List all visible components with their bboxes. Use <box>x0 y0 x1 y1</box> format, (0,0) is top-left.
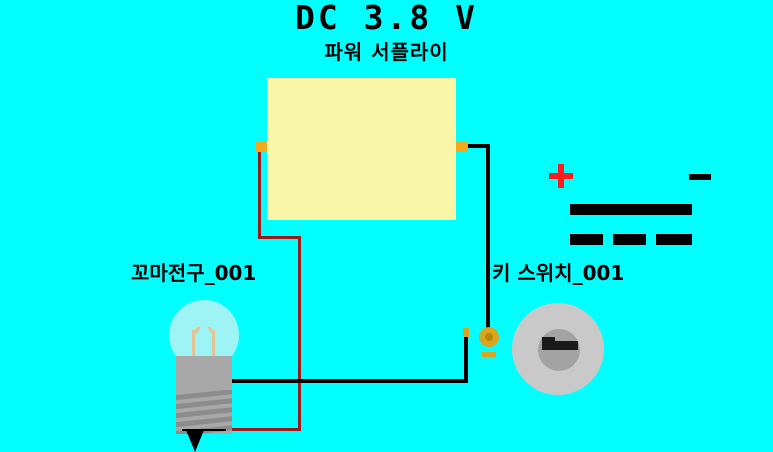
power-supply-display-bar <box>570 234 603 245</box>
power-supply-body[interactable] <box>267 78 711 245</box>
page-subtitle: 파워 서플라이 <box>324 40 449 64</box>
light-bulb[interactable] <box>150 300 258 452</box>
bulb-label: 꼬마전구_001 <box>131 261 257 285</box>
key-switch[interactable] <box>512 303 608 397</box>
keyhole-icon <box>542 341 578 350</box>
positive-wire-segment <box>258 236 301 239</box>
negative-wire-segment <box>462 144 490 148</box>
switch-terminal-lead <box>482 352 496 357</box>
circuit-diagram-canvas: DC 3.8 V 파워 서플라이 꼬마전구_001 <box>131 0 711 452</box>
bulb-filament <box>192 330 195 360</box>
negative-wire-segment <box>221 379 468 383</box>
bulb-collar <box>176 356 232 393</box>
bulb-filament <box>212 330 215 360</box>
positive-wire-segment <box>199 428 301 431</box>
minus-polarity-icon <box>689 174 711 180</box>
switch-ring-terminal[interactable] <box>479 327 499 347</box>
switch-side-terminal[interactable] <box>463 328 469 337</box>
negative-wire-segment <box>464 334 468 383</box>
power-supply-display-bar <box>570 204 692 215</box>
page-title: DC 3.8 V <box>295 0 478 37</box>
plus-polarity-icon <box>549 164 573 188</box>
power-supply-positive-terminal[interactable] <box>256 142 268 152</box>
power-supply-negative-terminal[interactable] <box>456 142 468 152</box>
switch-rotor[interactable] <box>538 329 580 371</box>
positive-wire-segment <box>298 236 301 430</box>
switch-label: 키 스위치_001 <box>492 261 625 285</box>
negative-wire-segment <box>486 144 490 339</box>
power-supply-display-bar <box>656 234 692 245</box>
bulb-screw-base <box>176 390 232 434</box>
bulb-contact-tip[interactable] <box>186 430 204 452</box>
keyhole-icon <box>542 337 555 343</box>
positive-wire-segment <box>258 147 261 239</box>
bulb-base-shoulder <box>182 429 226 431</box>
power-supply-display-bar <box>613 234 646 245</box>
